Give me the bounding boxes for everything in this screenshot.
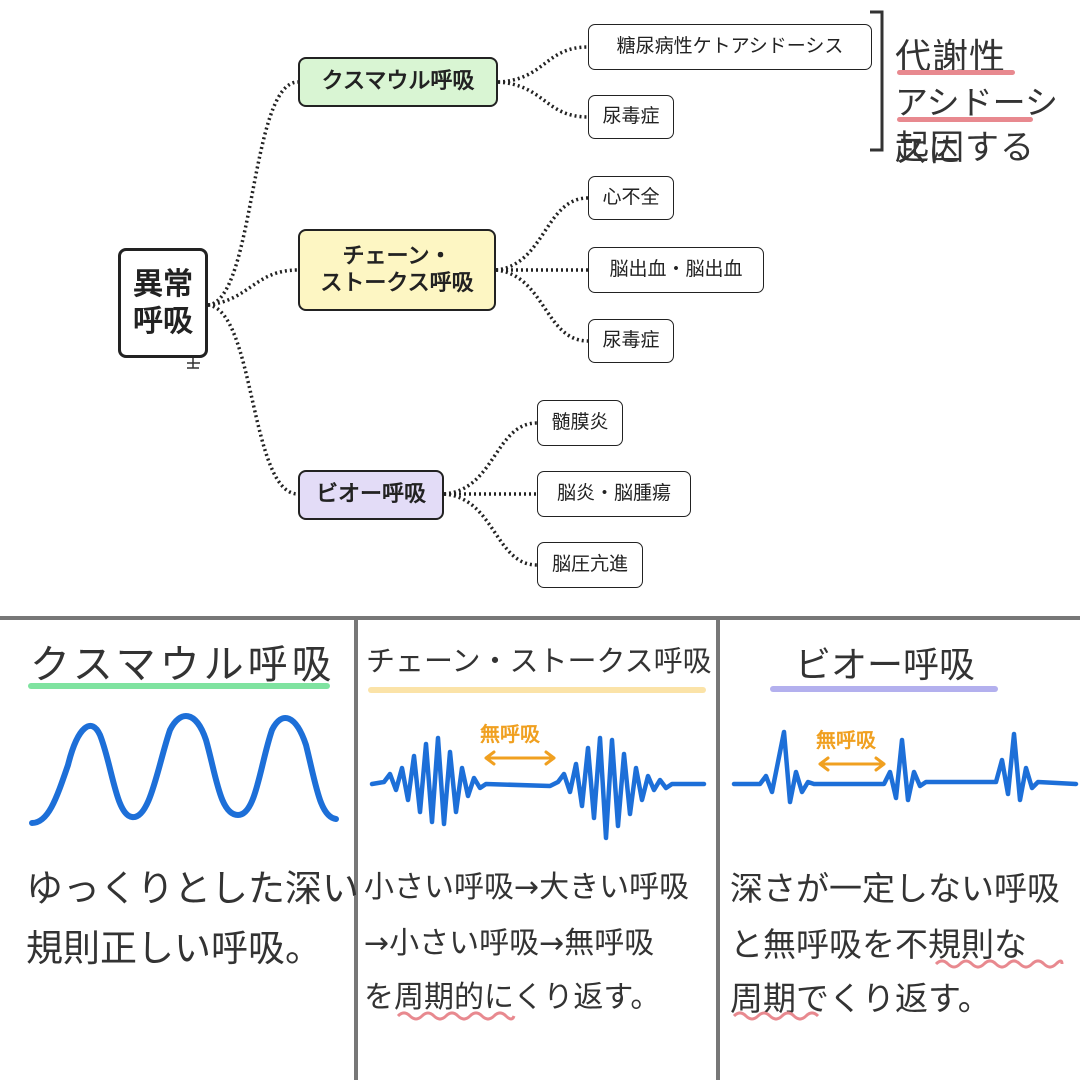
panel-biot-underline [770,686,998,692]
connector-root-cheyne [207,268,299,307]
connector-biot-leaf3 [443,492,538,567]
leaf-biot-2: 脳炎・脳腫瘍 [537,471,691,517]
category-cheyne-label-line1: チェーン・ [342,243,452,269]
panel-biot-text-1: 深さが一定しない呼吸 [730,869,1060,908]
panel-kussmaul-text-2: 規則正しい呼吸。 [26,927,322,970]
panel-cheyne-text-1: 小さい呼吸→大きい呼吸 [364,870,690,905]
panel-divider-2 [716,616,720,1080]
category-kussmaul-label: クスマウル呼吸 [321,69,475,95]
panel-kussmaul-title: クスマウル呼吸 [30,642,336,688]
leaf-label: 心不全 [602,186,660,209]
leaf-kussmaul-1: 糖尿病性ケトアシドーシス [588,24,872,70]
panel-kussmaul-text-1: ゆっくりとした深い [26,867,359,910]
panel-divider-1 [354,616,358,1080]
leaf-label: 脳圧亢進 [551,553,628,576]
root-line2: 呼吸 [133,304,193,339]
leaf-label: 脳出血・脳出血 [609,258,743,281]
leaf-label: 尿毒症 [602,329,660,352]
leaf-cheyne-1: 心不全 [588,176,674,220]
panel-cheyne-title: チェーン・ストークス呼吸 [366,644,712,678]
connector-cheyne-leaf1 [495,196,589,272]
leaf-cheyne-3: 尿毒症 [588,319,674,363]
cheyne-arrow [484,750,556,766]
panel-cheyne-underline [368,687,706,693]
category-biot-label: ビオー呼吸 [315,482,426,508]
leaf-kussmaul-2: 尿毒症 [588,95,674,139]
connector-root-kussmaul [207,80,299,307]
connector-root-biot [207,303,299,496]
panel-biot-wavy-underline-2 [732,1011,820,1021]
root-line1: 異常 [133,266,193,302]
connector-biot-leaf1 [443,421,538,496]
category-cheyne-stokes: チェーン・ ストークス呼吸 [298,229,496,311]
leaf-biot-1: 髄膜炎 [537,400,623,446]
panel-biot-text-3: 周期でくり返す。 [730,979,991,1018]
leaf-label: 脳炎・脳腫瘍 [556,482,671,505]
panel-kussmaul-underline [28,683,330,689]
category-kussmaul: クスマウル呼吸 [298,57,498,107]
panel-cheyne-wavy-underline [396,1011,516,1021]
category-cheyne-label-line2: ストークス呼吸 [320,271,474,296]
panel-biot-text-2: と無呼吸を不規則な [730,925,1027,964]
category-biot: ビオー呼吸 [298,470,444,520]
leaf-cheyne-2: 脳出血・脳出血 [588,247,764,293]
connector-kussmaul-leaf2 [497,80,589,119]
leaf-label: 糖尿病性ケトアシドーシス [616,35,844,58]
note-line-3: 起因する [895,128,1035,168]
biot-arrow [818,756,886,772]
leaf-label: 尿毒症 [602,105,660,128]
kussmaul-waveform [29,713,339,826]
panel-biot-title: ビオー呼吸 [795,645,976,686]
biot-waveform [731,729,1079,805]
panel-cheyne-text-3: を周期的にくり返す。 [364,980,661,1015]
mindmap-root: 異常 呼吸 [118,248,208,358]
leaf-biot-3: 脳圧亢進 [537,542,643,588]
connector-cheyne-leaf3 [495,268,589,343]
note-underline-2 [897,117,1033,122]
leaf-label: 髄膜炎 [551,411,609,434]
panel-biot-wavy-underline-1 [934,959,1064,969]
note-line-2: アシドーシスに [895,83,1059,170]
panel-cheyne-annotation: 無呼吸 [480,722,540,746]
note-underline-1 [897,70,1015,75]
connector-kussmaul-leaf1 [497,45,589,84]
root-small-mark [187,358,200,369]
panel-biot-annotation: 無呼吸 [816,728,876,752]
cheyne-stokes-waveform [369,735,707,841]
section-divider [0,616,1080,620]
panel-cheyne-text-2: →小さい呼吸→無呼吸 [364,926,655,961]
